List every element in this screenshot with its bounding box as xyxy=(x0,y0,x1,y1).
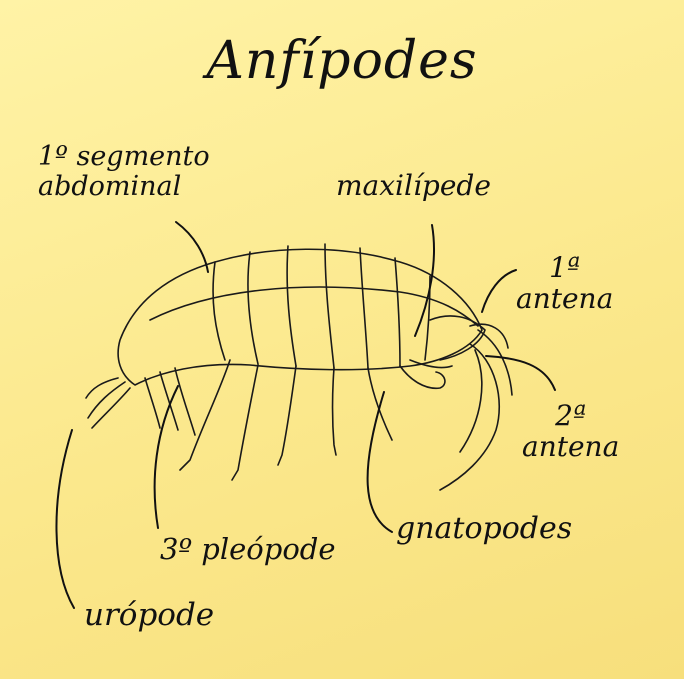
leg-4 xyxy=(333,368,337,455)
leader-pleopode xyxy=(155,386,178,528)
leg-3 xyxy=(278,366,296,465)
label-first-abdominal-segment: 1º segmento abdominal xyxy=(38,142,210,202)
leader-uropode xyxy=(56,430,74,608)
diagram-title: Anfípodes xyxy=(0,32,684,90)
label-second-antenna: 2ª antena xyxy=(522,400,619,463)
label-abdominal-line-1: 1º segmento xyxy=(38,142,210,172)
body-segments xyxy=(213,244,430,368)
label-maxilipede: maxilípede xyxy=(336,170,491,201)
second-antenna xyxy=(440,344,499,490)
label-antena1-line-2: antena xyxy=(516,283,613,314)
label-antena2-line-1: 2ª xyxy=(522,400,619,431)
label-gnatopodes: gnatopodes xyxy=(396,512,572,546)
body-outline xyxy=(118,249,482,385)
first-antenna xyxy=(470,324,512,395)
label-third-pleopode: 3º pleópode xyxy=(160,533,336,565)
leader-antena1 xyxy=(482,270,516,312)
uropod xyxy=(86,378,130,428)
label-first-antenna: 1ª antena xyxy=(516,252,613,315)
leg-2 xyxy=(232,365,258,480)
label-antena1-line-1: 1ª xyxy=(516,252,613,283)
gnathopod-1 xyxy=(400,366,445,388)
label-abdominal-line-2: abdominal xyxy=(38,172,210,202)
leg-1 xyxy=(180,360,230,470)
label-antena2-line-2: antena xyxy=(522,431,619,462)
label-uropode: urópode xyxy=(84,598,214,633)
leader-abdominal xyxy=(176,222,208,272)
